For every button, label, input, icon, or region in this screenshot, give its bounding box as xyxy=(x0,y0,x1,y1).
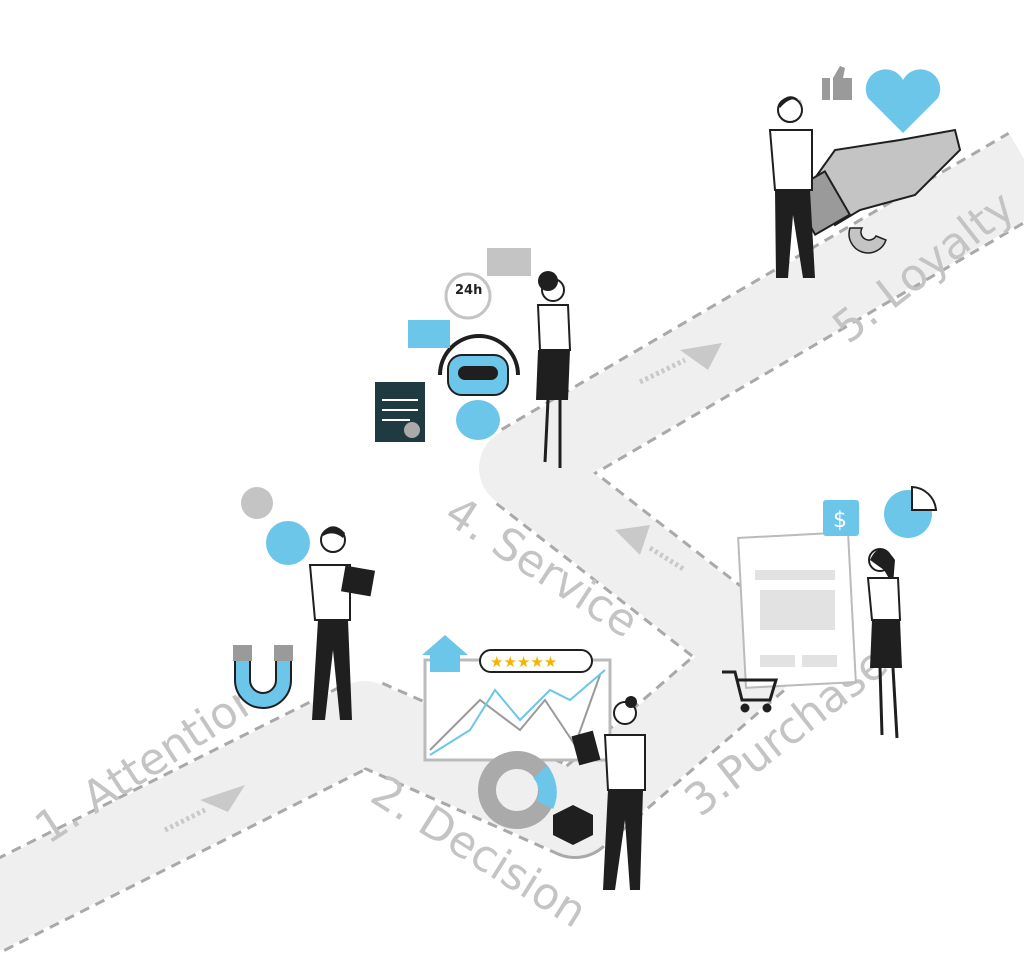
invoice-form-icon xyxy=(737,531,857,689)
pie-chart-icon xyxy=(884,485,938,538)
twitter-icon xyxy=(266,521,310,565)
person-loyalty xyxy=(768,96,815,278)
person-service xyxy=(536,271,572,468)
heart-icon xyxy=(241,487,273,519)
person-attention xyxy=(308,526,376,720)
svg-text:$: $ xyxy=(833,508,847,533)
person-purchase xyxy=(866,548,902,739)
donut-chart-icon xyxy=(478,751,557,829)
arrow-attention xyxy=(200,785,245,812)
person-decision xyxy=(571,696,646,890)
direction-arrows xyxy=(163,343,722,833)
tablet-icon xyxy=(340,565,376,597)
notepad-question-icon xyxy=(375,382,425,442)
chatbot-icon xyxy=(438,334,520,440)
magnet-icon xyxy=(233,645,293,709)
message-bubble-icon xyxy=(487,248,531,276)
journey-road xyxy=(0,132,1024,954)
arrow-service xyxy=(615,525,650,555)
heart-icon xyxy=(865,69,941,133)
phone-24h-icon: 24h xyxy=(444,272,492,320)
box-icon xyxy=(553,805,593,845)
dollar-chat-icon: $ xyxy=(823,500,859,536)
rating-stars-icon: ★★★★★ xyxy=(479,649,593,673)
svg-text:★★★★★: ★★★★★ xyxy=(490,653,557,671)
arrow-loyalty xyxy=(680,343,722,370)
support-24h-label: 24h xyxy=(455,283,482,298)
chat-bubble-icon xyxy=(408,320,450,348)
magnet-icon xyxy=(848,227,887,254)
shopping-cart-icon xyxy=(722,670,779,713)
thumbs-up-icon xyxy=(822,66,852,100)
home-icon xyxy=(422,635,468,672)
